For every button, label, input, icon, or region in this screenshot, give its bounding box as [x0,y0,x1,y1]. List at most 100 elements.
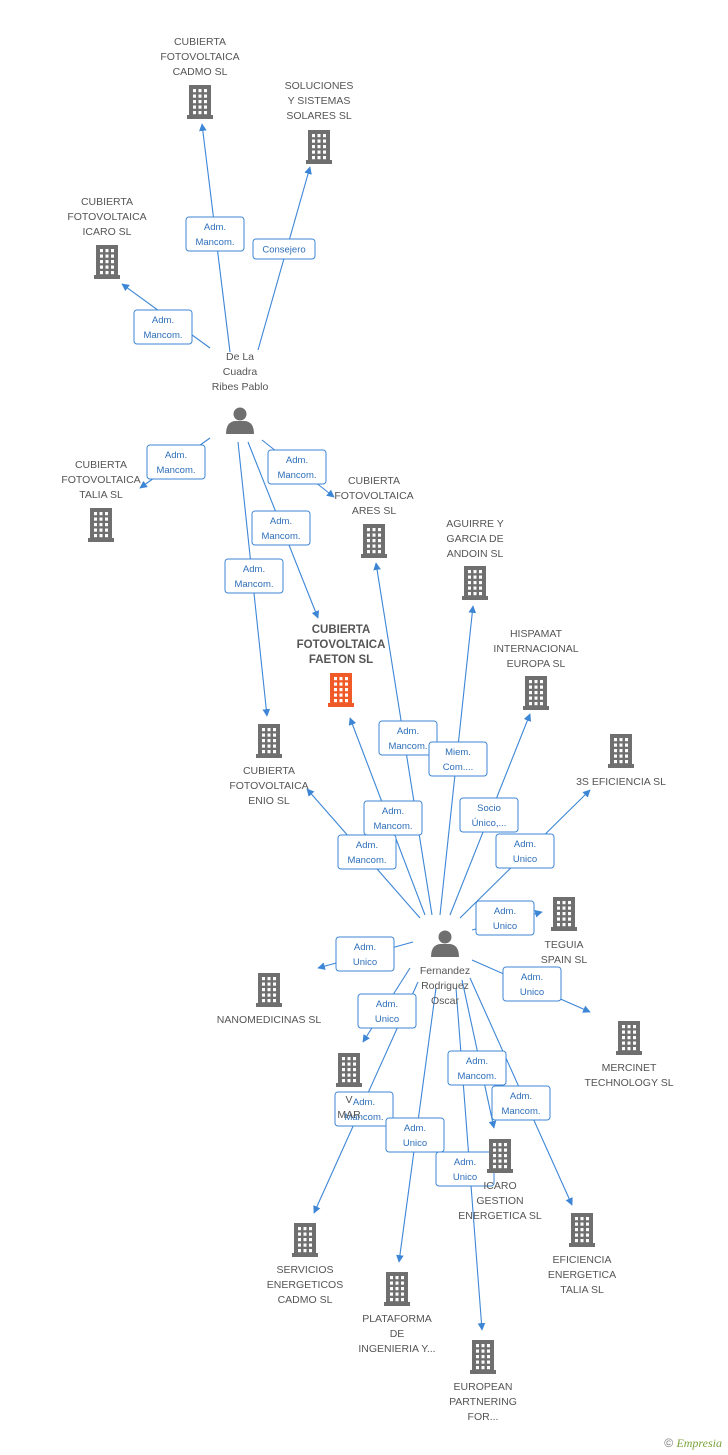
building-icon [292,1223,318,1257]
node-label: HISPAMAT [510,628,563,640]
relation-label-oscar-eficiencia3s[interactable]: Adm.Unico [495,833,555,869]
person-icon [431,930,459,957]
node-label: FOTOVOLTAICA [67,211,146,223]
relation-text: Unico [403,1138,427,1149]
building-icon [462,566,488,600]
node-label: Fernandez [420,965,470,977]
building-icon [551,897,577,931]
relation-text: Unico [520,987,544,998]
relation-text: Adm. [404,1123,426,1134]
building-icon [384,1272,410,1306]
relation-label-oscar-vmar[interactable]: Adm.Unico [357,993,417,1029]
relation-text: Mancom. [143,330,182,341]
relation-label-oscar-serviciosc[interactable]: Adm.Mancom. [334,1091,394,1127]
edges-layer [121,123,591,1331]
building-icon [328,673,354,707]
node-label: ANDOIN SL [447,548,504,560]
relation-text: Adm. [270,516,292,527]
relation-label-oscar-hispamat[interactable]: SocioÚnico,... [459,797,519,833]
relation-text: Mancom. [277,470,316,481]
relation-label-oscar-teguia[interactable]: Adm.Unico [475,900,535,936]
relation-text: Adm. [243,564,265,575]
building-icon [306,130,332,164]
node-label: GESTION [476,1195,523,1207]
company-node-nanomed[interactable]: NANOMEDICINAS SL [217,973,322,1026]
copyright-mark: © [664,1436,674,1450]
relation-label-pablo-cadmo[interactable]: Adm.Mancom. [185,216,245,252]
node-label: FOTOVOLTAICA [160,51,239,63]
node-label: DE [390,1328,405,1340]
company-node-eficiencia3s[interactable]: 3S EFICIENCIA SL [576,734,666,788]
relation-text: Unico [493,921,517,932]
relation-label-oscar-aguirre[interactable]: Miem.Com.... [428,741,488,777]
relation-label-pablo-talia[interactable]: Adm.Mancom. [146,444,206,480]
company-node-plataforma[interactable]: PLATAFORMA DE INGENIERIA Y... [358,1272,436,1355]
relation-label-oscar-enio[interactable]: Adm.Mancom. [337,834,397,870]
relation-text: Adm. [152,315,174,326]
relation-label-pablo-faeton[interactable]: Adm.Mancom. [251,510,311,546]
node-label: Cuadra [223,366,258,378]
node-label: MAR [337,1109,361,1121]
node-label: FOR... [468,1411,499,1423]
node-label: AGUIRRE Y [446,518,504,530]
company-node-hispamat[interactable]: HISPAMAT INTERNACIONAL EUROPA SL [493,628,579,710]
relation-label-oscar-mercinet[interactable]: Adm.Unico [502,966,562,1002]
relation-label-pablo-icaro[interactable]: Adm. Mancom. [133,309,193,345]
node-label: TALIA SL [79,489,123,501]
node-label: EUROPA SL [507,658,566,670]
relation-text: Adm. [397,726,419,737]
relation-text: Miem. [445,747,471,758]
node-label: TALIA SL [560,1284,604,1296]
relation-text: Mancom. [457,1071,496,1082]
relation-text: Mancom. [373,821,412,832]
relation-text: Adm. [510,1091,532,1102]
building-icon [608,734,634,768]
relation-label-oscar-plataforma[interactable]: Adm. Unico [385,1117,445,1153]
relation-label-oscar-efitalia[interactable]: Adm.Mancom. [491,1085,551,1121]
relation-text: Único,... [472,818,507,829]
empresia-logo: Empresia [676,1436,722,1450]
node-label: De La [226,351,254,363]
node-label: PLATAFORMA [362,1313,432,1325]
company-node-european[interactable]: EUROPEANPARTNERINGFOR... [449,1340,517,1423]
relation-label-oscar-icarogestion[interactable]: Adm.Mancom. [447,1050,507,1086]
building-icon [256,724,282,758]
relation-text: Mancom. [344,1112,383,1123]
node-label: CUBIERTA [75,459,127,471]
node-label: ICARO [483,1180,516,1192]
building-icon [487,1139,513,1173]
node-label: FOTOVOLTAICA [61,474,140,486]
relation-label-oscar-european[interactable]: Adm.Unico [435,1151,495,1187]
footer-brand[interactable]: © Empresia [664,1436,722,1451]
node-label: CUBIERTA [174,36,226,48]
building-icon [88,508,114,542]
node-label: FOTOVOLTAICA [229,780,308,792]
company-node-talia[interactable]: CUBIERTA FOTOVOLTAICA TALIA SL [61,459,141,542]
node-label: SPAIN SL [541,954,588,966]
relation-label-oscar-faeton[interactable]: Adm.Mancom. [363,800,423,836]
node-label: ENIO SL [248,795,290,807]
node-label: SOLARES SL [286,110,352,122]
relation-label-pablo-enio[interactable]: Adm.Mancom. [224,558,284,594]
relation-label-pablo-soluciones[interactable]: Consejero [252,238,316,260]
relation-label-oscar-ares[interactable]: Adm.Mancom. [378,720,438,756]
node-label: INTERNACIONAL [493,643,578,655]
relation-label-pablo-ares[interactable]: Adm.Mancom. [267,449,327,485]
relation-label-oscar-nanomed[interactable]: Adm.Unico [335,936,395,972]
node-label: INGENIERIA Y... [358,1343,435,1355]
